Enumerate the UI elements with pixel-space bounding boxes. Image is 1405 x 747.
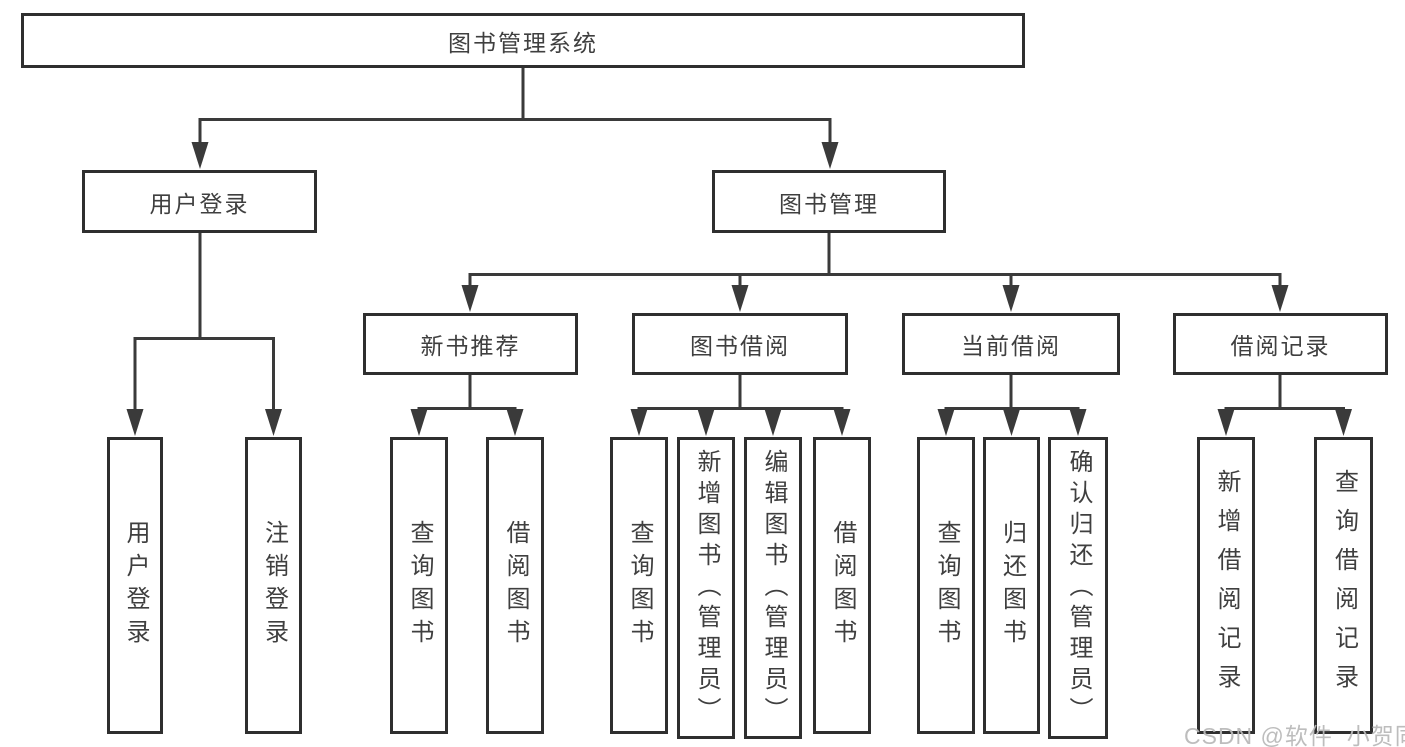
arrow-to-leaf-nbr-query (410, 409, 428, 436)
arrow-to-leaf-bb-borrow (833, 409, 851, 436)
leaf-logout: 注销登录 (245, 437, 302, 734)
node-user-login-label: 用户登录 (149, 190, 250, 217)
leaf-nbr-query-books-label: 查询图书 (406, 519, 433, 652)
node-book-management: 图书管理 (712, 170, 946, 233)
arrow-to-borrowing-records (1271, 285, 1289, 312)
edge-userlogin-branch (133, 337, 275, 409)
node-current-borrowing: 当前借阅 (902, 313, 1120, 375)
leaf-br-query-borrow-record-label: 查询借阅记录 (1330, 468, 1358, 703)
arrow-to-leaf-bb-query (630, 409, 648, 436)
leaf-cb-return-books-label: 归还图书 (998, 519, 1026, 652)
leaf-cb-return-books: 归还图书 (983, 437, 1040, 734)
leaf-logout-label: 注销登录 (260, 519, 288, 652)
leaf-bb-query-books: 查询图书 (610, 437, 668, 734)
arrow-to-book-management (821, 142, 839, 169)
leaf-nbr-borrow-books-label: 借阅图书 (502, 519, 529, 652)
arrow-to-user-login (191, 142, 209, 169)
arrow-to-current-borrowing (1002, 285, 1020, 312)
leaf-bb-borrow-books-label: 借阅图书 (829, 519, 856, 652)
node-root: 图书管理系统 (21, 13, 1025, 68)
leaf-bb-query-books-label: 查询图书 (626, 519, 653, 652)
leaf-cb-confirm-return-admin: 确认归还（管理员） (1048, 437, 1108, 739)
arrow-to-leaf-cb-confirm (1069, 409, 1087, 436)
node-new-book-recommendation: 新书推荐 (363, 313, 578, 375)
node-borrowing-records: 借阅记录 (1173, 313, 1388, 375)
node-book-borrowing: 图书借阅 (632, 313, 848, 375)
arrow-to-leaf-nbr-borrow (506, 409, 524, 436)
leaf-user-login-label: 用户登录 (122, 519, 149, 652)
leaf-bb-add-books-admin: 新增图书（管理员） (677, 437, 735, 739)
arrow-to-book-borrowing (731, 285, 749, 312)
arrow-to-leaf-cb-return (1003, 409, 1020, 436)
leaf-br-add-borrow-record: 新增借阅记录 (1197, 437, 1255, 734)
leaf-bb-add-books-admin-label: 新增图书（管理员） (693, 448, 720, 728)
arrow-to-leaf-logout (265, 409, 282, 436)
node-borrowing-records-label: 借阅记录 (1230, 333, 1331, 359)
leaf-cb-query-books: 查询图书 (917, 437, 975, 734)
node-user-login: 用户登录 (82, 170, 317, 233)
leaf-user-login: 用户登录 (107, 437, 163, 734)
edge-bookborrow-branch (637, 407, 844, 410)
node-book-management-label: 图书管理 (779, 190, 879, 217)
leaf-bb-borrow-books: 借阅图书 (813, 437, 871, 734)
watermark-text: CSDN @软件_小贺同学 (1184, 723, 1405, 747)
arrow-to-leaf-br-query (1335, 409, 1352, 436)
leaf-cb-query-books-label: 查询图书 (933, 519, 960, 652)
leaf-bb-edit-books-admin-label: 编辑图书（管理员） (760, 448, 787, 728)
edge-level2-branch (468, 273, 1282, 286)
arrow-to-leaf-br-add (1217, 409, 1235, 436)
edge-records-branch (1224, 407, 1345, 410)
edge-level1-branch (198, 118, 832, 142)
leaf-br-query-borrow-record: 查询借阅记录 (1314, 437, 1373, 734)
arrow-to-leaf-bb-edit (764, 409, 782, 436)
leaf-bb-edit-books-admin: 编辑图书（管理员） (744, 437, 802, 739)
leaf-nbr-query-books: 查询图书 (390, 437, 448, 734)
node-current-borrowing-label: 当前借阅 (961, 333, 1061, 359)
arrow-to-new-book-recommendation (461, 285, 479, 312)
leaf-nbr-borrow-books: 借阅图书 (486, 437, 544, 734)
node-book-borrowing-label: 图书借阅 (690, 333, 790, 359)
arrow-to-leaf-user-login (126, 409, 144, 436)
node-new-book-recommendation-label: 新书推荐 (420, 333, 521, 359)
edge-newbook-branch (417, 407, 517, 410)
arrow-to-leaf-bb-add (697, 409, 715, 436)
node-root-label: 图书管理系统 (448, 29, 598, 56)
leaf-cb-confirm-return-admin-label: 确认归还（管理员） (1065, 448, 1092, 728)
arrowheads (126, 142, 1352, 436)
leaf-br-add-borrow-record-label: 新增借阅记录 (1213, 468, 1240, 703)
arrow-to-leaf-cb-query (937, 409, 955, 436)
